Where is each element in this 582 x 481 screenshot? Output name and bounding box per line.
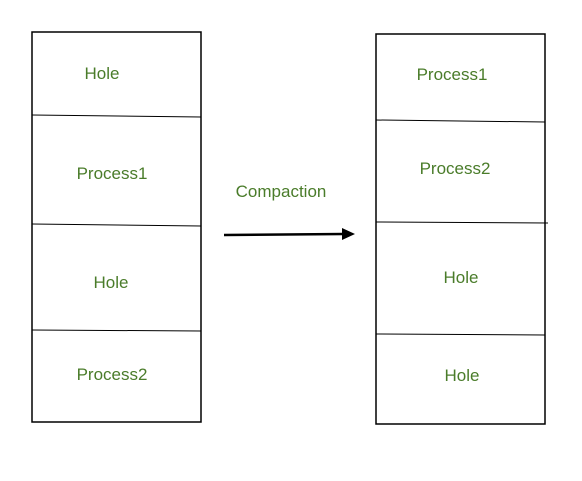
compaction-label: Compaction (236, 182, 327, 201)
memory-after-block-3: Hole (444, 268, 479, 287)
memory-before-block-1: Hole (85, 64, 120, 83)
memory-after-block-2: Process2 (420, 159, 491, 178)
right-arrow-icon (223, 228, 355, 240)
memory-before-block-4: Process2 (77, 365, 148, 384)
memory-after-frame (375, 33, 546, 425)
memory-before-block-2: Process1 (77, 164, 148, 183)
memory-after-block-4: Hole (445, 366, 480, 385)
memory-after-block-1: Process1 (417, 65, 488, 84)
memory-before: Hole Process1 Hole Process2 (31, 31, 202, 423)
memory-before-frame (31, 31, 202, 423)
memory-after: Process1 Process2 Hole Hole (375, 33, 549, 425)
memory-before-block-3: Hole (94, 273, 129, 292)
memory-after-divider (375, 333, 546, 336)
compaction-transition: Compaction (223, 182, 355, 240)
memory-before-divider (31, 114, 202, 118)
memory-after-divider (375, 119, 546, 123)
memory-before-divider (31, 329, 202, 332)
memory-after-divider (375, 221, 549, 224)
memory-before-divider (31, 223, 202, 227)
